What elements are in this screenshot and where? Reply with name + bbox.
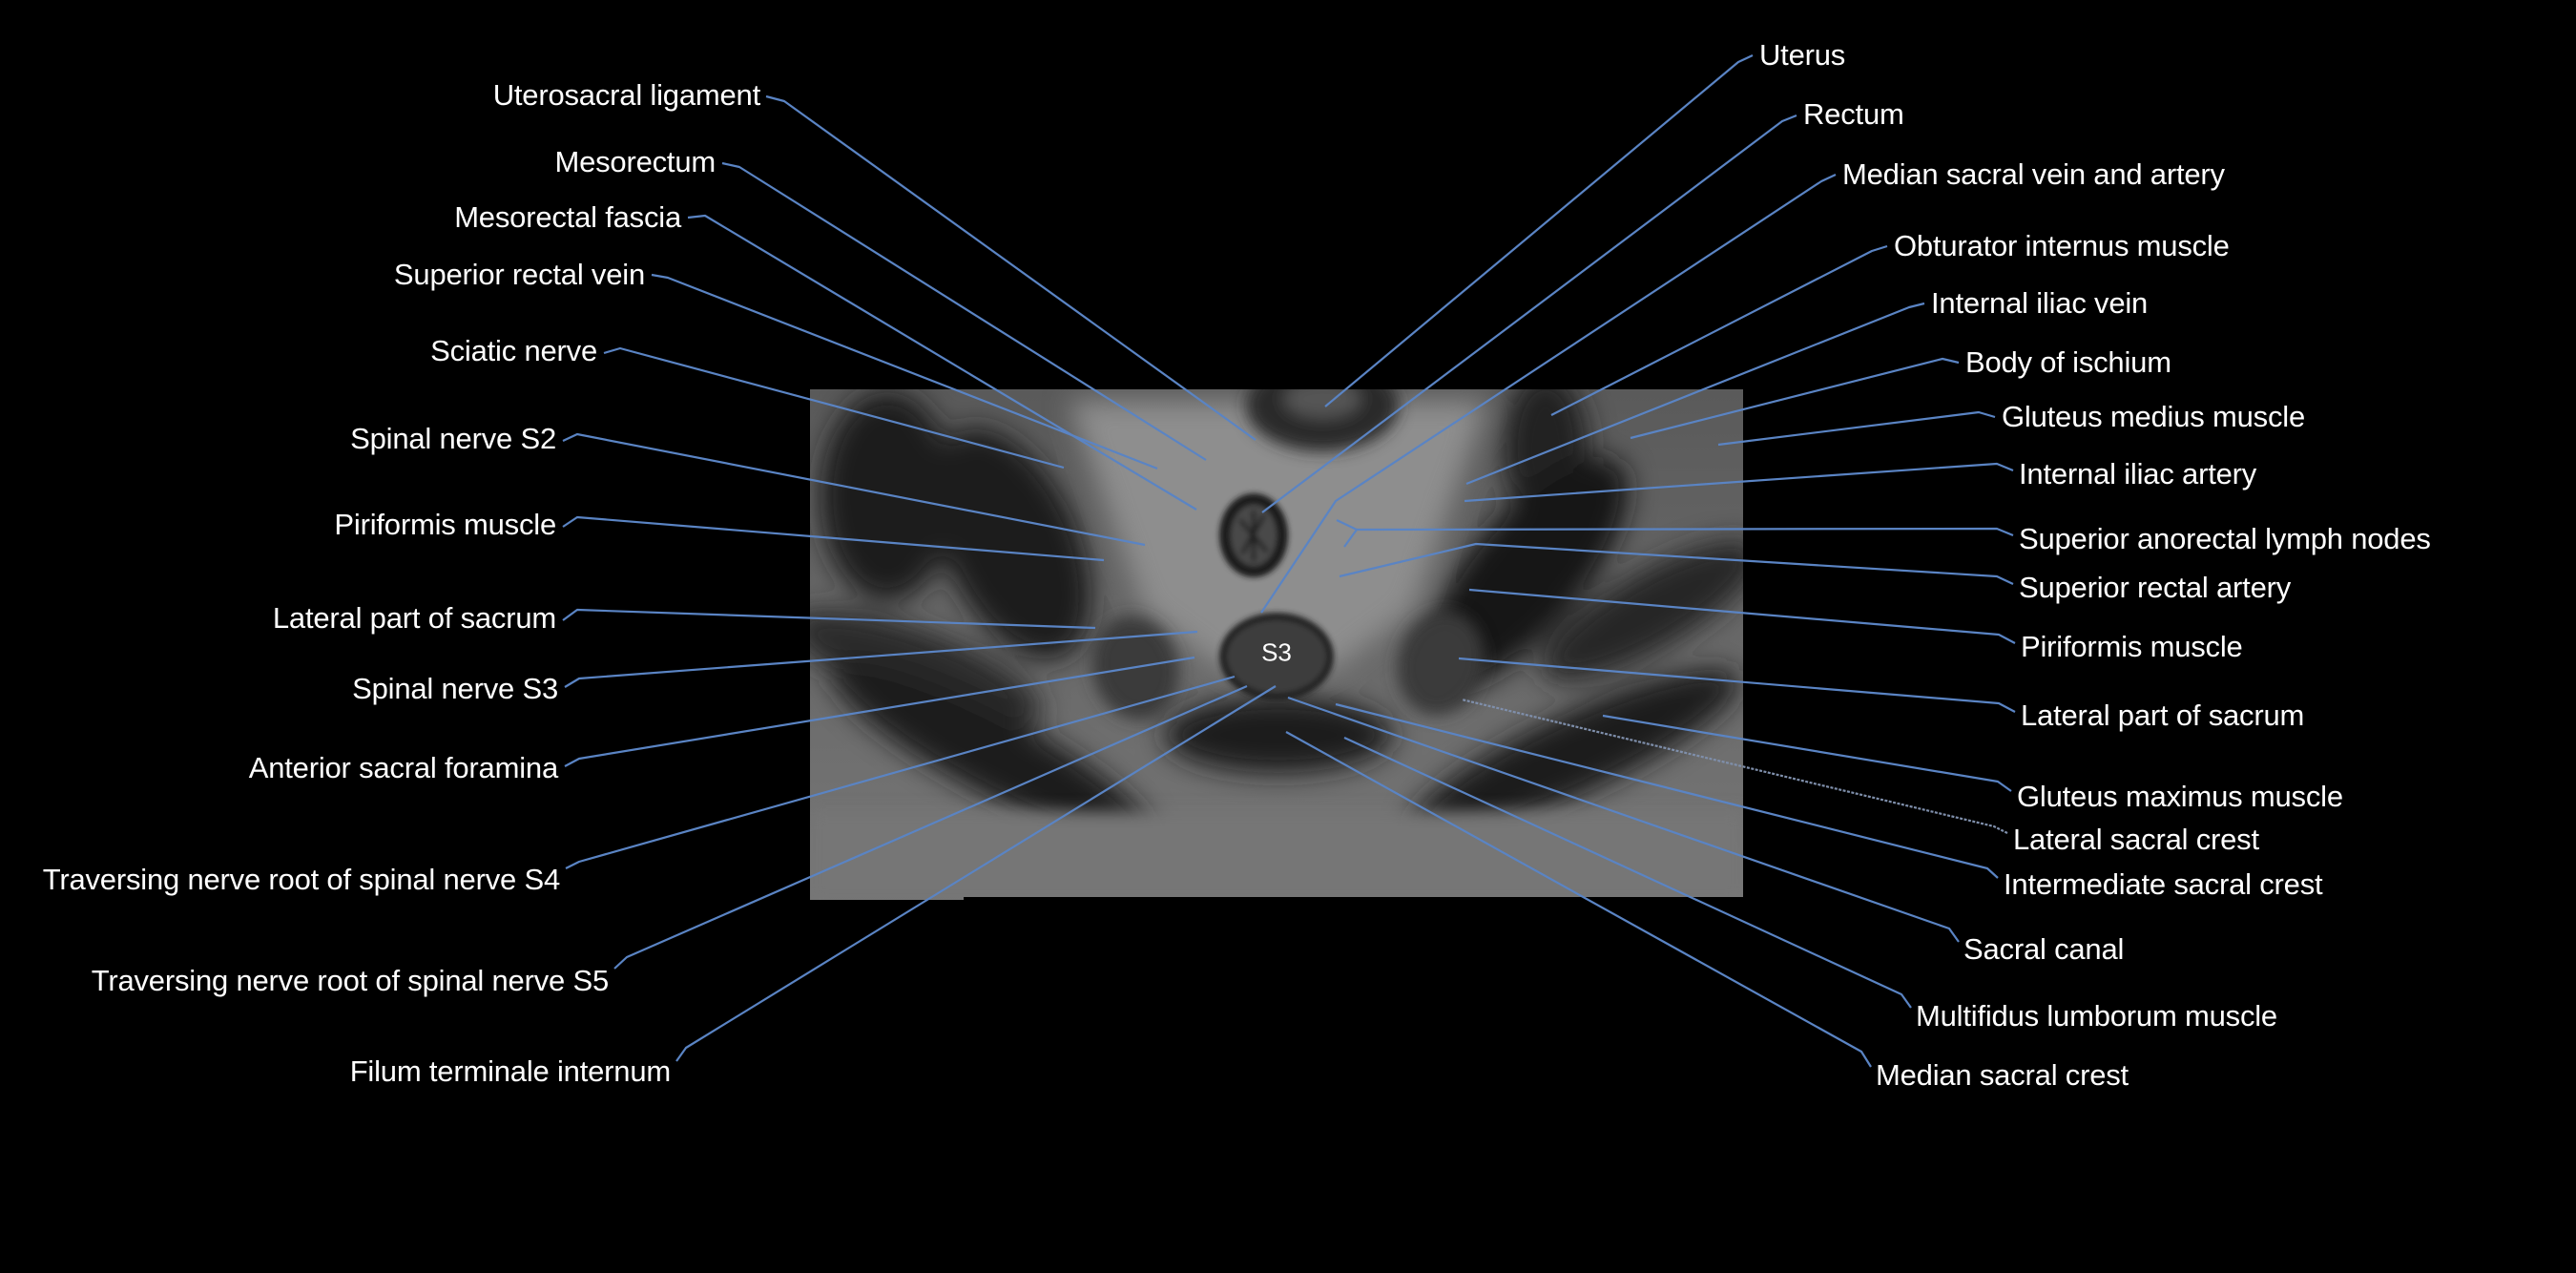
label-right-internal-iliac-artery: Internal iliac artery bbox=[2019, 457, 2257, 490]
leader-line-left-lateral-part-of-sacrum bbox=[562, 608, 1096, 630]
label-right-rectum: Rectum bbox=[1803, 97, 1904, 131]
label-left-mesorectum: Mesorectum bbox=[554, 145, 716, 178]
label-left-piriformis-muscle: Piriformis muscle bbox=[334, 508, 556, 541]
leader-line-right-gluteus-medius-muscle bbox=[1717, 410, 1996, 447]
leader-line-right-superior-rectal-artery bbox=[1339, 542, 2014, 585]
label-right-gluteus-maximus-muscle: Gluteus maximus muscle bbox=[2017, 780, 2343, 813]
label-left-mesorectal-fascia: Mesorectal fascia bbox=[454, 200, 681, 234]
label-right-sacral-canal: Sacral canal bbox=[1963, 932, 2125, 966]
label-right-superior-anorectal-lymph-nodes: Superior anorectal lymph nodes bbox=[2019, 522, 2431, 555]
leader-line-right-body-of-ischium bbox=[1630, 357, 1960, 440]
leader-line-right-median-sacral-crest bbox=[1285, 731, 1872, 1068]
label-right-lateral-part-of-sacrum: Lateral part of sacrum bbox=[2021, 699, 2305, 732]
leader-line-right-internal-iliac-vein bbox=[1465, 302, 1925, 486]
label-right-obturator-internus-muscle: Obturator internus muscle bbox=[1894, 229, 2230, 262]
leader-line-left-filum-terminale-internum bbox=[675, 685, 1277, 1062]
label-left-lateral-part-of-sacrum: Lateral part of sacrum bbox=[272, 601, 556, 635]
leader-line-right-uterus bbox=[1324, 54, 1754, 407]
leader-line-right-internal-iliac-artery bbox=[1464, 462, 2014, 503]
label-right-superior-rectal-artery: Superior rectal artery bbox=[2019, 571, 2292, 604]
leader-line-right-sacral-canal bbox=[1287, 696, 1960, 943]
leader-line-left-uterosacral-ligament bbox=[765, 94, 1257, 441]
leader-line-left-spinal-nerve-s2 bbox=[562, 432, 1146, 547]
leader-line-left-sciatic-nerve bbox=[603, 346, 1065, 470]
vertebra-label-s3: S3 bbox=[1261, 637, 1292, 667]
leader-line-right-intermediate-sacral-crest bbox=[1335, 702, 1999, 879]
leader-line-left-traversing-nerve-root-of-spinal-nerve-s5 bbox=[613, 684, 1248, 970]
leader-line-left-piriformis-muscle bbox=[562, 515, 1105, 562]
label-left-sciatic-nerve: Sciatic nerve bbox=[430, 334, 597, 367]
leader-line-left-superior-rectal-vein bbox=[651, 273, 1158, 470]
label-left-filum-terminale-internum: Filum terminale internum bbox=[349, 1054, 672, 1088]
leader-line-right-median-sacral-vein-and-artery bbox=[1260, 174, 1837, 614]
label-left-traversing-nerve-root-of-spinal-nerve-s5: Traversing nerve root of spinal nerve S5 bbox=[91, 964, 609, 997]
leader-line-left-mesorectum bbox=[721, 161, 1207, 461]
leader-line-right-superior-anorectal-lymph-nodes bbox=[1336, 519, 2014, 548]
label-left-anterior-sacral-foramina: Anterior sacral foramina bbox=[248, 751, 558, 784]
leader-line-left-anterior-sacral-foramina bbox=[564, 656, 1195, 767]
leader-line-left-mesorectal-fascia bbox=[687, 214, 1197, 511]
mri-anatomy bbox=[810, 389, 1743, 900]
leader-line-right-gluteus-maximus-muscle bbox=[1602, 714, 2012, 792]
leader-line-right-lateral-part-of-sacrum bbox=[1458, 657, 2016, 713]
label-left-superior-rectal-vein: Superior rectal vein bbox=[393, 258, 645, 291]
label-left-spinal-nerve-s2: Spinal nerve S2 bbox=[350, 422, 556, 455]
label-right-lateral-sacral-crest: Lateral sacral crest bbox=[2013, 823, 2259, 856]
leader-line-right-obturator-internus-muscle bbox=[1550, 244, 1888, 416]
label-right-multifidus-lumborum-muscle: Multifidus lumborum muscle bbox=[1916, 999, 2277, 1033]
leader-line-left-spinal-nerve-s3 bbox=[564, 630, 1198, 688]
leader-line-right-multifidus-lumborum-muscle bbox=[1343, 737, 1912, 1009]
label-right-internal-iliac-vein: Internal iliac vein bbox=[1931, 286, 2149, 320]
label-right-median-sacral-crest: Median sacral crest bbox=[1876, 1058, 2129, 1092]
label-right-gluteus-medius-muscle: Gluteus medius muscle bbox=[2002, 400, 2305, 433]
label-right-intermediate-sacral-crest: Intermediate sacral crest bbox=[2004, 867, 2323, 901]
label-right-median-sacral-vein-and-artery: Median sacral vein and artery bbox=[1842, 157, 2225, 191]
leader-line-right-rectum bbox=[1261, 114, 1797, 513]
label-right-uterus: Uterus bbox=[1759, 38, 1846, 72]
label-left-uterosacral-ligament: Uterosacral ligament bbox=[492, 78, 760, 112]
leader-line-left-traversing-nerve-root-of-spinal-nerve-s4 bbox=[565, 675, 1236, 869]
label-left-traversing-nerve-root-of-spinal-nerve-s4: Traversing nerve root of spinal nerve S4 bbox=[42, 863, 560, 896]
label-right-body-of-ischium: Body of ischium bbox=[1965, 345, 2171, 379]
leader-line-right-piriformis-muscle bbox=[1468, 588, 2016, 644]
leader-line-right-lateral-sacral-crest bbox=[1461, 698, 2008, 834]
label-right-piriformis-muscle: Piriformis muscle bbox=[2021, 630, 2243, 663]
label-left-spinal-nerve-s3: Spinal nerve S3 bbox=[352, 672, 558, 705]
